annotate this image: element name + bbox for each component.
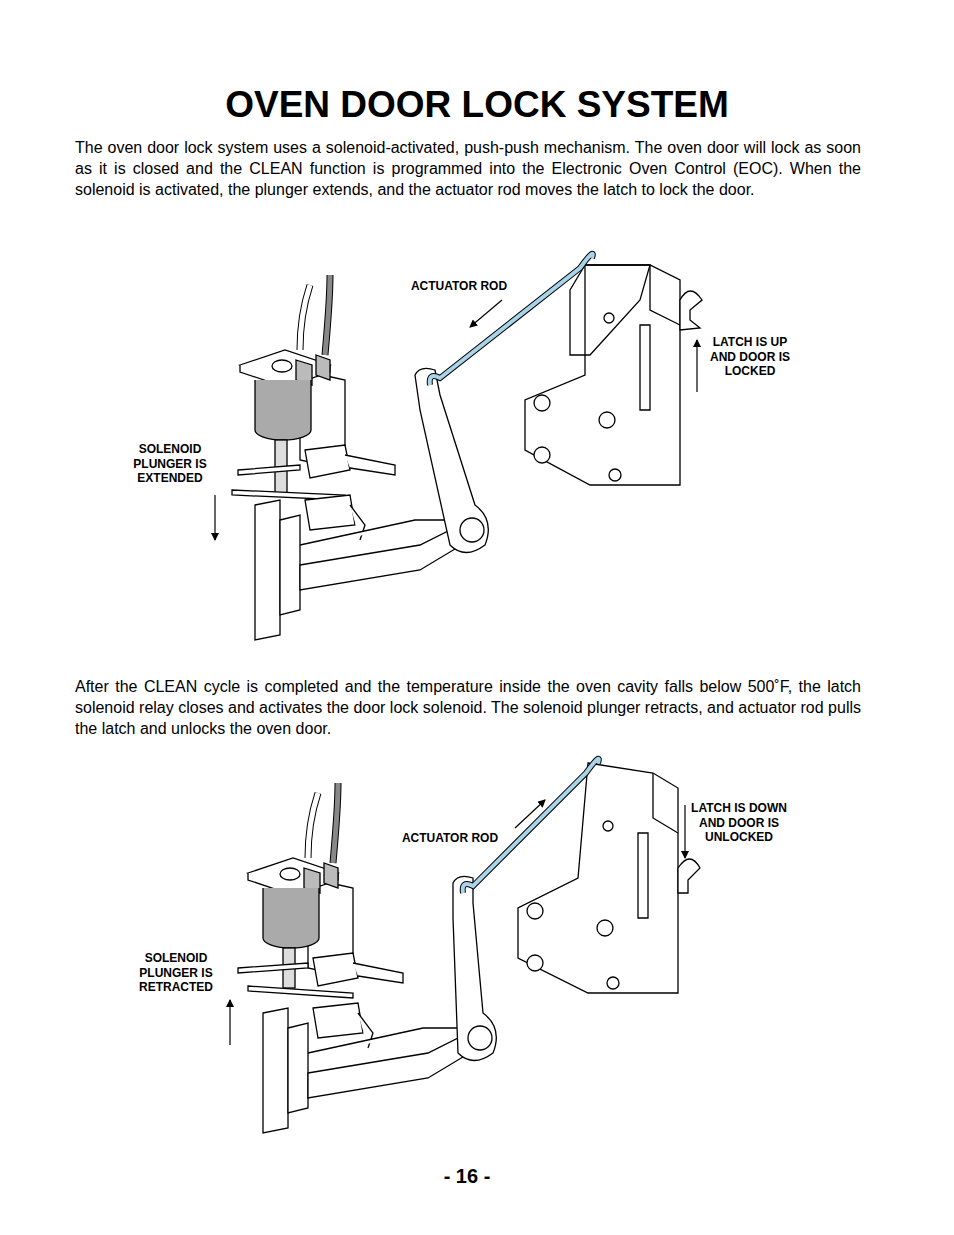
mechanism-locked — [232, 254, 702, 640]
state-label: SOLENOID PLUNGER IS RETRACTED — [124, 951, 228, 995]
body-paragraph: After the CLEAN cycle is completed and t… — [75, 676, 861, 739]
latch-up-arrow — [696, 340, 697, 392]
part-label: ACTUATOR ROD — [384, 831, 516, 846]
state-label: LATCH IS DOWN AND DOOR IS UNLOCKED — [690, 801, 788, 845]
body-paragraph: The oven door lock system uses a solenoi… — [75, 137, 861, 200]
leader-arrow — [515, 800, 545, 828]
leader-arrow — [470, 300, 502, 327]
part-label: ACTUATOR ROD — [393, 279, 525, 294]
latch-down-arrow — [684, 805, 685, 858]
page-title: OVEN DOOR LOCK SYSTEM — [0, 84, 954, 126]
plunger-down-arrow — [214, 495, 215, 540]
state-label: SOLENOID PLUNGER IS EXTENDED — [118, 442, 222, 486]
page-number: - 16 - — [417, 1165, 517, 1188]
plunger-up-arrow — [229, 1000, 230, 1045]
state-label: LATCH IS UP AND DOOR IS LOCKED — [709, 335, 791, 379]
mechanism-unlocked — [238, 759, 700, 1133]
